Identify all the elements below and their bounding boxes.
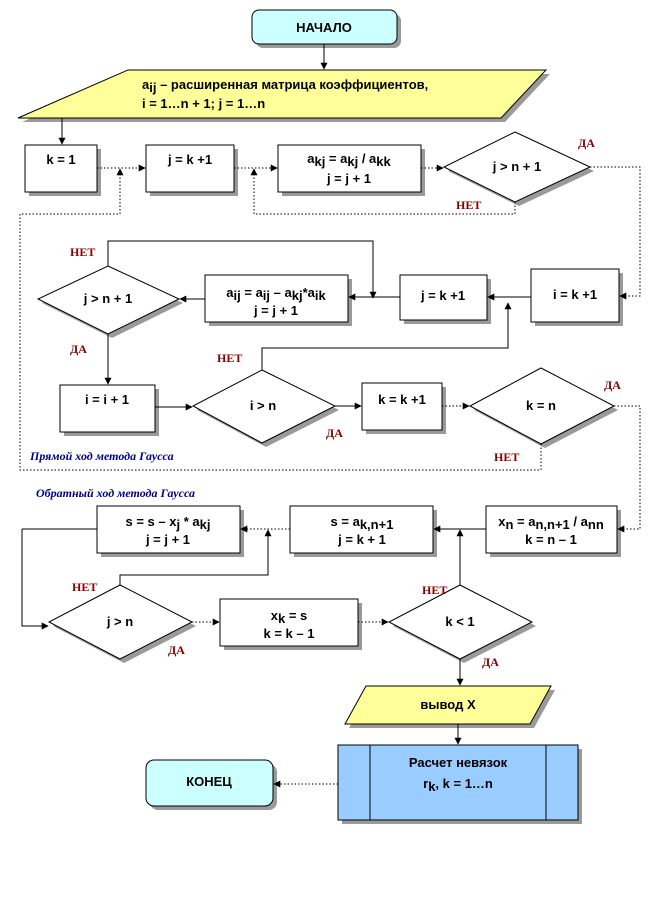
k-inc-box: k = k +1	[361, 382, 446, 434]
decision-j-gt-n1-mid-label: j > n + 1	[83, 291, 132, 306]
decision-k-eq-n: k = n	[468, 367, 618, 448]
edge-decision-mid-loop	[107, 240, 377, 299]
decision-k-lt-1: k < 1	[387, 584, 536, 663]
input-line2: i = 1…n + 1; j = 1…n	[142, 96, 265, 111]
s-init-line1: s = ak,n+1	[331, 514, 394, 532]
i-inc-box: i = i + 1	[59, 384, 159, 436]
eliminate-row-box: aij = aij – akj*aik j = j + 1	[204, 274, 352, 326]
output-label: вывод X	[420, 697, 476, 712]
end-label: КОНЕЦ	[186, 774, 232, 789]
xn-box: xn = an,n+1 / ann k = n – 1	[485, 505, 621, 557]
s-update-line2: j = j + 1	[145, 532, 190, 547]
residuals-line2: rk, k = 1…n	[423, 776, 493, 794]
s-init-line2: j = k + 1	[337, 532, 386, 547]
label-da-6: ДА	[482, 655, 499, 669]
start-terminal: НАЧАЛО	[251, 9, 401, 48]
j-init-box-top: j = k +1	[145, 144, 238, 196]
label-net-3: НЕТ	[217, 351, 242, 365]
edge-k-eq-n-no	[19, 168, 542, 471]
start-label: НАЧАЛО	[296, 20, 352, 35]
k-init-label: k = 1	[46, 152, 75, 167]
s-update-box: s = s – xj * akj j = j + 1	[96, 505, 244, 557]
input-line1: aij – расширенная матрица коэффициентов,	[142, 77, 428, 95]
i-inc-label: i = i + 1	[85, 392, 129, 407]
label-net-4: НЕТ	[494, 450, 519, 464]
input-matrix-data: aij – расширенная матрица коэффициентов,…	[17, 69, 550, 122]
normalize-row-box: akj = akj / akk j = j + 1	[277, 144, 425, 196]
label-da-3: ДА	[326, 426, 343, 440]
decision-i-gt-n: i > n	[191, 369, 339, 447]
decision-j-gt-n1-top: j > n + 1	[442, 131, 594, 206]
i-init-label: i = k +1	[553, 287, 597, 302]
decision-j-gt-n1-top-label: j > n + 1	[492, 159, 541, 174]
decision-i-gt-n-label: i > n	[250, 398, 276, 413]
j-init-top-label: j = k +1	[167, 152, 212, 167]
label-net-5: НЕТ	[72, 580, 97, 594]
residuals-line1: Расчет невязок	[409, 755, 508, 770]
eliminate-line1: aij = aij – akj*aik	[226, 285, 326, 303]
edge-k-eq-n-yes	[614, 405, 641, 533]
decision-j-gt-n: j > n	[47, 584, 196, 663]
xk-box: xk = s k = k – 1	[219, 598, 362, 650]
xn-line1: xn = an,n+1 / ann	[498, 514, 604, 532]
label-da-5: ДА	[168, 643, 185, 657]
decision-k-lt-1-label: k < 1	[445, 614, 474, 629]
label-da-1: ДА	[578, 136, 595, 150]
output-x-data: вывод X	[344, 685, 555, 728]
edge-decision-top-loop	[250, 168, 516, 215]
residuals-process: Расчет невязок rk, k = 1…n	[337, 744, 582, 824]
j-init-mid-label: j = k +1	[420, 288, 465, 303]
end-terminal: КОНЕЦ	[145, 759, 277, 810]
s-update-line1: s = s – xj * akj	[126, 514, 211, 532]
section-backward-label: Обратный ход метода Гаусса	[36, 486, 195, 500]
section-forward-label: Прямой ход метода Гаусса	[29, 449, 174, 463]
i-init-box: i = k +1	[530, 268, 623, 326]
edge-supdate-decision	[21, 529, 49, 630]
label-da-2: ДА	[70, 342, 87, 356]
edge-i-gt-n-no	[261, 302, 512, 370]
edge-j-gt-n-no	[119, 529, 272, 585]
label-net-2: НЕТ	[70, 245, 95, 259]
eliminate-line2: j = j + 1	[253, 303, 298, 318]
xn-line2: k = n – 1	[525, 532, 577, 547]
label-net-1: НЕТ	[456, 198, 481, 212]
xk-line1: xk = s	[271, 608, 308, 626]
normalize-line2: j = j + 1	[326, 171, 371, 186]
decision-j-gt-n1-mid: j > n + 1	[36, 265, 183, 338]
k-init-box: k = 1	[24, 144, 101, 196]
decision-j-gt-n-label: j > n	[106, 614, 133, 629]
label-da-4: ДА	[604, 378, 621, 392]
s-init-box: s = ak,n+1 j = k + 1	[289, 505, 437, 557]
edge-decision-top-yes	[590, 166, 641, 300]
label-net-6: НЕТ	[422, 583, 447, 597]
xk-line2: k = k – 1	[264, 626, 315, 641]
j-init-box-mid: j = k +1	[399, 274, 491, 324]
decision-k-eq-n-label: k = n	[526, 398, 556, 413]
normalize-line1: akj = akj / akk	[307, 151, 391, 169]
k-inc-label: k = k +1	[378, 392, 426, 407]
